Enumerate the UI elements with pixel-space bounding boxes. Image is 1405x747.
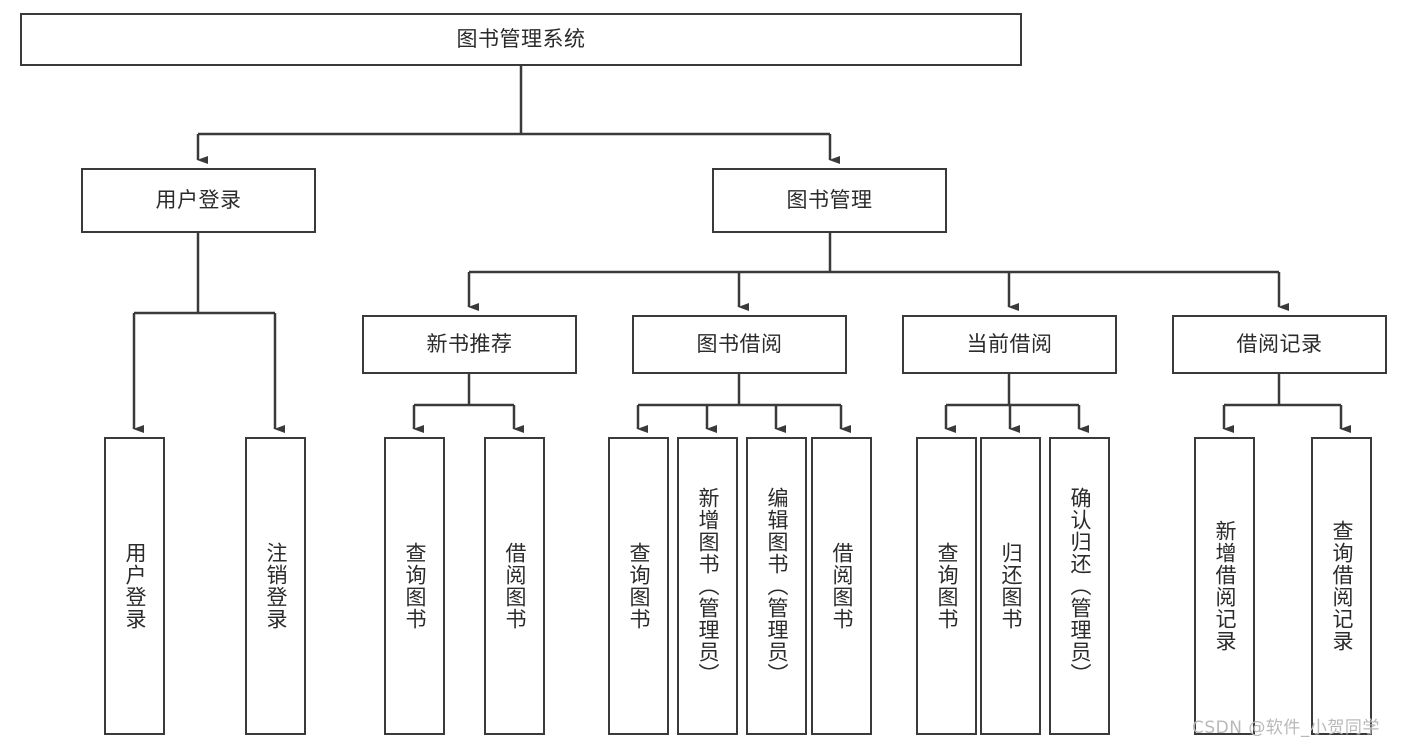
node-book-manage[interactable]: 图书管理 [712,168,947,233]
node-leaf-query-book-recommend[interactable]: 查询图书 [384,437,445,735]
node-leaf-borrow-book[interactable]: 借阅图书 [811,437,872,735]
node-leaf-user-login[interactable]: 用户登录 [104,437,165,735]
node-label: 注销登录 [263,542,288,630]
node-label: 借阅记录 [1236,332,1323,357]
node-leaf-user-logout[interactable]: 注销登录 [245,437,306,735]
node-label: 新增图书（管理员） [695,487,720,685]
node-label: 归还图书 [998,542,1023,630]
node-label: 用户登录 [155,188,242,213]
node-user-login[interactable]: 用户登录 [81,168,316,233]
node-leaf-add-book-admin[interactable]: 新增图书（管理员） [677,437,738,735]
node-borrow-record[interactable]: 借阅记录 [1172,315,1387,374]
node-label: 编辑图书（管理员） [764,487,789,685]
node-root-book-management-system[interactable]: 图书管理系统 [20,13,1022,66]
node-label: 图书管理 [786,188,873,213]
node-leaf-query-borrow-record[interactable]: 查询借阅记录 [1311,437,1372,735]
node-label: 借阅图书 [502,542,527,630]
node-label: 用户登录 [122,542,147,630]
node-label: 当前借阅 [966,332,1053,357]
node-label: 查询借阅记录 [1329,520,1354,652]
node-book-borrow[interactable]: 图书借阅 [632,315,847,374]
node-label: 查询图书 [402,542,427,630]
node-leaf-return-book[interactable]: 归还图书 [980,437,1041,735]
watermark-csdn: CSDN @软件_小贺同学 [1192,718,1380,738]
node-leaf-query-book-current[interactable]: 查询图书 [916,437,977,735]
node-current-borrow[interactable]: 当前借阅 [902,315,1117,374]
node-leaf-edit-book-admin[interactable]: 编辑图书（管理员） [746,437,807,735]
node-new-book-recommend[interactable]: 新书推荐 [362,315,577,374]
node-label: 查询图书 [626,542,651,630]
node-label: 新书推荐 [426,332,513,357]
node-leaf-add-borrow-record[interactable]: 新增借阅记录 [1194,437,1255,735]
node-label: 借阅图书 [829,542,854,630]
node-label: 确认归还（管理员） [1067,487,1092,685]
node-leaf-confirm-return-admin[interactable]: 确认归还（管理员） [1049,437,1110,735]
node-label: 图书借阅 [696,332,783,357]
node-leaf-borrow-book-recommend[interactable]: 借阅图书 [484,437,545,735]
node-label: 新增借阅记录 [1212,520,1237,652]
node-label: 查询图书 [934,542,959,630]
node-label: 图书管理系统 [456,27,586,52]
node-leaf-query-book-borrow[interactable]: 查询图书 [608,437,669,735]
